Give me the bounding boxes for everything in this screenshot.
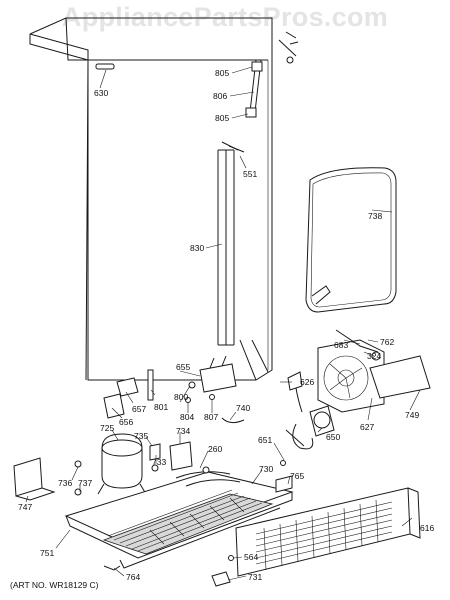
relay-734 [169,441,193,471]
label-736: 736 [58,478,72,488]
label-564: 564 [244,552,258,562]
evaporator-cover-749 [369,355,431,399]
label-765: 765 [290,471,304,481]
label-737: 737 [78,478,92,488]
condenser-coil [64,466,294,569]
label-800: 800 [174,392,188,402]
label-749: 749 [405,410,419,420]
label-740: 740 [236,403,250,413]
watermark: AppliancePartsPros.com [61,2,389,32]
label-764: 764 [126,572,140,582]
label-260: 260 [208,444,222,454]
label-324: 324 [367,351,381,361]
label-630: 630 [94,88,108,98]
label-650: 650 [326,432,340,442]
label-804: 804 [180,412,194,422]
relay-656 [103,393,125,419]
compressor-725 [74,433,193,496]
part-765 [275,475,293,493]
fitting-805-top [251,61,263,72]
evaporator-fan-bracket [287,329,431,413]
label-683: 683 [334,340,348,350]
label-651: 651 [258,435,272,445]
mullion-830 [217,141,245,346]
label-655: 655 [176,362,190,372]
shroud-747 [13,457,56,501]
label-734: 734 [176,426,190,436]
label-830: 830 [190,243,204,253]
leader-lines [25,66,421,581]
tube-801 [147,369,154,401]
label-735: 735 [134,431,148,441]
screw-564 [228,555,234,561]
cabinet-clip-630 [95,63,115,70]
drain-tube-assembly [245,31,299,118]
label-733: 733 [152,457,166,467]
art-number: (ART NO. WR18129 C) [10,580,99,590]
fitting-805-bottom [245,107,257,118]
coil-shading [102,493,274,555]
label-807: 807 [204,412,218,422]
label-656: 656 [119,417,133,427]
label-657: 657 [132,404,146,414]
relay-657 [116,377,139,397]
label-731: 731 [248,572,262,582]
label-616: 616 [420,523,434,533]
valve-and-relay-parts [103,355,245,424]
label-805-bottom: 805 [215,113,229,123]
label-762: 762 [380,337,394,347]
label-805-top: 805 [215,68,229,78]
label-551: 551 [243,169,257,179]
label-725: 725 [100,423,114,433]
part-callouts: 630 805 806 805 551 738 830 762 683 324 … [18,68,434,582]
label-751: 751 [40,548,54,558]
fan-motor-650 [280,405,335,466]
label-627: 627 [360,422,374,432]
label-738: 738 [368,211,382,221]
bracket-731 [211,571,231,587]
label-806: 806 [213,91,227,101]
refrigerator-cabinet [29,17,273,381]
label-747: 747 [18,502,32,512]
label-801: 801 [154,402,168,412]
access-grille-616 [103,475,421,587]
label-626: 626 [300,377,314,387]
gasket-738 [305,167,397,313]
label-730: 730 [259,464,273,474]
